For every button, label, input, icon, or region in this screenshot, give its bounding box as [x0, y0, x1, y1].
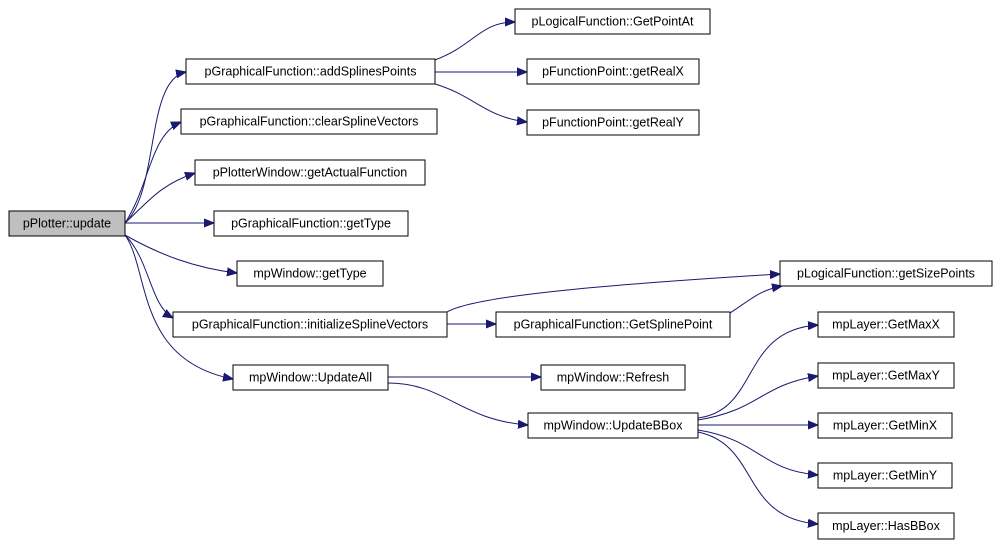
node-label: mpLayer::GetMinY [833, 469, 938, 483]
node-label: mpWindow::UpdateAll [249, 371, 372, 385]
node-label: pLogicalFunction::GetPointAt [532, 15, 694, 29]
edge-gsp-to-size [729, 286, 782, 314]
edge-root-to-clear [124, 122, 181, 224]
edge-upall-to-bbox [387, 382, 528, 425]
edge-bbox-to-miny [697, 429, 818, 475]
node-label: pFunctionPoint::getRealY [542, 116, 684, 130]
node-mplayer-getminx[interactable]: mpLayer::GetMinX [817, 412, 953, 439]
node-label: pGraphicalFunction::initializeSplineVect… [192, 318, 428, 332]
node-getsizepoints[interactable]: pLogicalFunction::getSizePoints [779, 260, 993, 287]
node-getrealx[interactable]: pFunctionPoint::getRealX [526, 58, 700, 85]
node-label: pPlotterWindow::getActualFunction [213, 166, 408, 180]
edge-bbox-to-hasb [697, 431, 818, 524]
node-mpwindow-updateall[interactable]: mpWindow::UpdateAll [232, 364, 389, 391]
edge-bbox-to-maxx [697, 325, 818, 419]
edge-root-to-mtype [124, 234, 237, 273]
node-label: mpLayer::GetMaxY [832, 369, 940, 383]
node-clearsplinevectors[interactable]: pGraphicalFunction::clearSplineVectors [180, 108, 438, 135]
edge-init-to-size [446, 274, 780, 313]
node-label: mpLayer::GetMinX [833, 419, 938, 433]
node-label: mpWindow::UpdateBBox [544, 419, 684, 433]
edge-root-to-init [124, 234, 173, 318]
node-label: pFunctionPoint::getRealX [542, 65, 684, 79]
node-label: mpLayer::GetMaxX [832, 318, 940, 332]
node-label: pGraphicalFunction::getType [231, 217, 391, 231]
node-label: pGraphicalFunction::clearSplineVectors [200, 115, 419, 129]
node-getsplinepoint[interactable]: pGraphicalFunction::GetSplinePoint [495, 311, 731, 338]
node-getactualfunction[interactable]: pPlotterWindow::getActualFunction [194, 159, 426, 186]
node-pgraphicalfunction-gettype[interactable]: pGraphicalFunction::getType [213, 210, 409, 237]
node-getpointat[interactable]: pLogicalFunction::GetPointAt [514, 8, 711, 35]
node-label: mpWindow::Refresh [557, 371, 670, 385]
node-label: mpWindow::getType [253, 267, 366, 281]
node-mpwindow-gettype[interactable]: mpWindow::getType [236, 260, 384, 287]
node-label: pGraphicalFunction::GetSplinePoint [514, 318, 713, 332]
node-mplayer-getmaxy[interactable]: mpLayer::GetMaxY [817, 362, 955, 389]
node-label: pLogicalFunction::getSizePoints [797, 267, 975, 281]
node-label: pGraphicalFunction::addSplinesPoints [205, 65, 417, 79]
node-mpwindow-updatebbox[interactable]: mpWindow::UpdateBBox [527, 412, 699, 439]
node-label: mpLayer::HasBBox [832, 519, 940, 533]
edge-add-to-ptat [434, 22, 515, 61]
node-mplayer-getminy[interactable]: mpLayer::GetMinY [817, 462, 953, 489]
node-mpwindow-refresh[interactable]: mpWindow::Refresh [540, 364, 686, 391]
node-mplayer-getmaxx[interactable]: mpLayer::GetMaxX [817, 311, 955, 338]
node-addsplinespoints[interactable]: pGraphicalFunction::addSplinesPoints [185, 58, 436, 85]
edge-bbox-to-maxy [697, 376, 818, 421]
edge-add-to-realy [434, 83, 527, 122]
edge-root-to-add [124, 72, 186, 224]
node-getrealy[interactable]: pFunctionPoint::getRealY [526, 109, 700, 136]
node-pplotter-update[interactable]: pPlotter::update [8, 210, 126, 237]
nodes: pPlotter::update pGraphicalFunction::add… [8, 8, 993, 540]
edge-root-to-actual [124, 173, 195, 224]
node-mplayer-hasbbox[interactable]: mpLayer::HasBBox [817, 512, 955, 540]
edge-root-to-upall [124, 234, 233, 379]
node-label: pPlotter::update [23, 217, 111, 231]
edges [124, 22, 818, 524]
node-initializesplinevectors[interactable]: pGraphicalFunction::initializeSplineVect… [172, 311, 448, 338]
